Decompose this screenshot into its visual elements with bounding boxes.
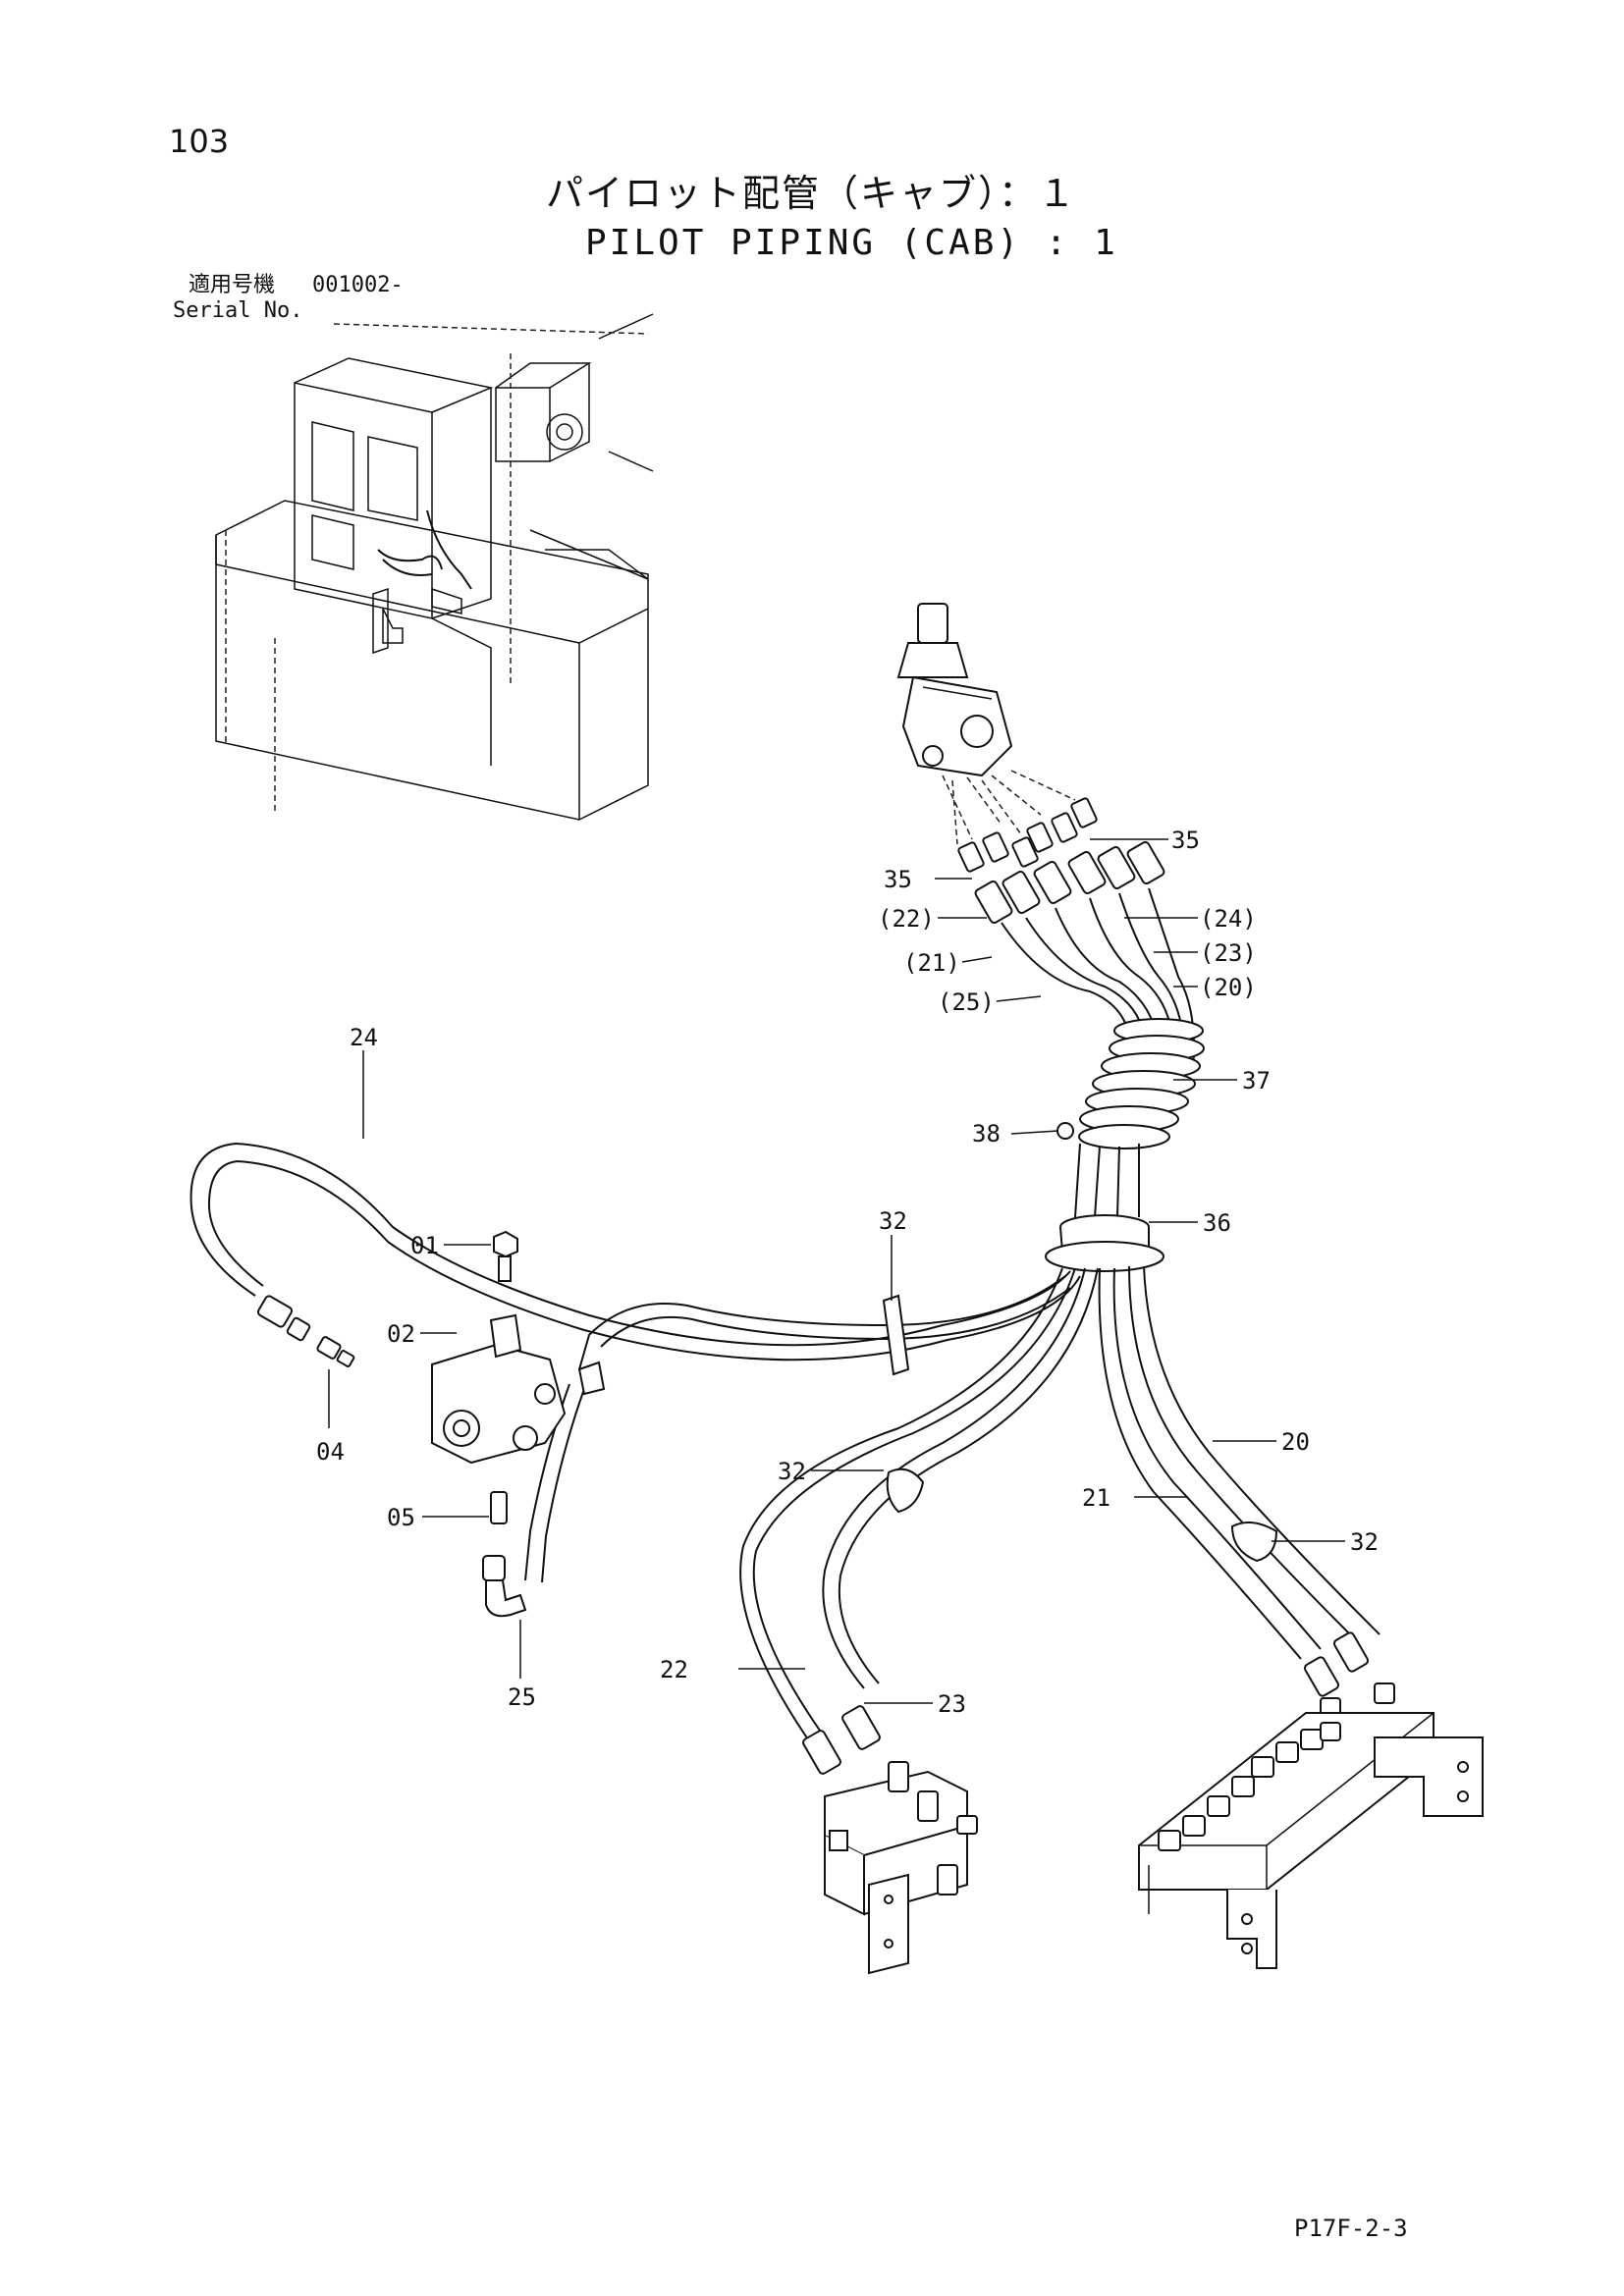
callout-37: 37 [1242, 1067, 1271, 1095]
right-valve-bank [1138, 1631, 1484, 1969]
title-japanese: パイロット配管（キャブ）：１ [546, 172, 1078, 215]
pilot-valve [896, 603, 1013, 777]
callout-22-paren: (22) [878, 905, 935, 933]
callout-32-middle: 32 [778, 1458, 806, 1485]
serial-value: 001002- [312, 273, 404, 297]
callout-21: 21 [1082, 1484, 1110, 1512]
callout-38: 38 [972, 1120, 1001, 1148]
hoses-20-21 [1098, 1265, 1380, 1660]
elbow-25 [482, 1555, 527, 1618]
callout-32-upper: 32 [879, 1207, 907, 1235]
callout-20-paren: (20) [1200, 974, 1257, 1001]
callout-05: 05 [387, 1504, 415, 1531]
serial-label-english: Serial No. [173, 298, 303, 323]
callout-24: 24 [350, 1024, 378, 1051]
hoses-22-23 [739, 1267, 1099, 1740]
callout-35-upper: 35 [1171, 827, 1200, 854]
pilot-valve-ports [942, 770, 1098, 873]
hose-fittings-upper [974, 841, 1165, 924]
callout-25: 25 [508, 1683, 536, 1711]
callout-32-right: 32 [1350, 1528, 1379, 1556]
clamps-32 [882, 1294, 1278, 1563]
callout-25-paren: (25) [938, 988, 995, 1016]
spiral-guard [1078, 1018, 1205, 1149]
hose-25 [524, 1275, 1071, 1583]
callout-20: 20 [1281, 1428, 1310, 1456]
serial-label-japanese: 適用号機 [189, 273, 276, 297]
document-code: P17F-2-3 [1294, 2215, 1408, 2242]
page-number: 103 [169, 123, 230, 160]
callout-21-paren: (21) [903, 949, 960, 977]
callout-35-lower: 35 [884, 866, 912, 893]
callout-02: 02 [387, 1320, 415, 1348]
callout-24-paren: (24) [1200, 905, 1257, 933]
hose-24 [189, 1142, 1081, 1362]
callout-23: 23 [938, 1690, 966, 1718]
left-valve-bank [802, 1705, 978, 1975]
callout-01: 01 [410, 1232, 439, 1259]
callout-36: 36 [1203, 1209, 1231, 1237]
leader-lines [328, 838, 1345, 1704]
callout-labels: 35 35 (22) (24) (23) (21) (20) (25) 37 3… [316, 827, 1379, 1718]
callout-23-paren: (23) [1200, 939, 1257, 967]
fitting-04 [256, 1295, 355, 1367]
title-english: PILOT PIPING (CAB) : 1 [585, 223, 1118, 263]
hose-bundle-middle [1045, 1143, 1164, 1272]
pressure-filter-block [431, 1230, 606, 1524]
callout-04: 04 [316, 1438, 345, 1466]
clamp-38 [1056, 1122, 1074, 1140]
cab-location-inset [215, 313, 654, 821]
callout-22: 22 [660, 1656, 688, 1683]
